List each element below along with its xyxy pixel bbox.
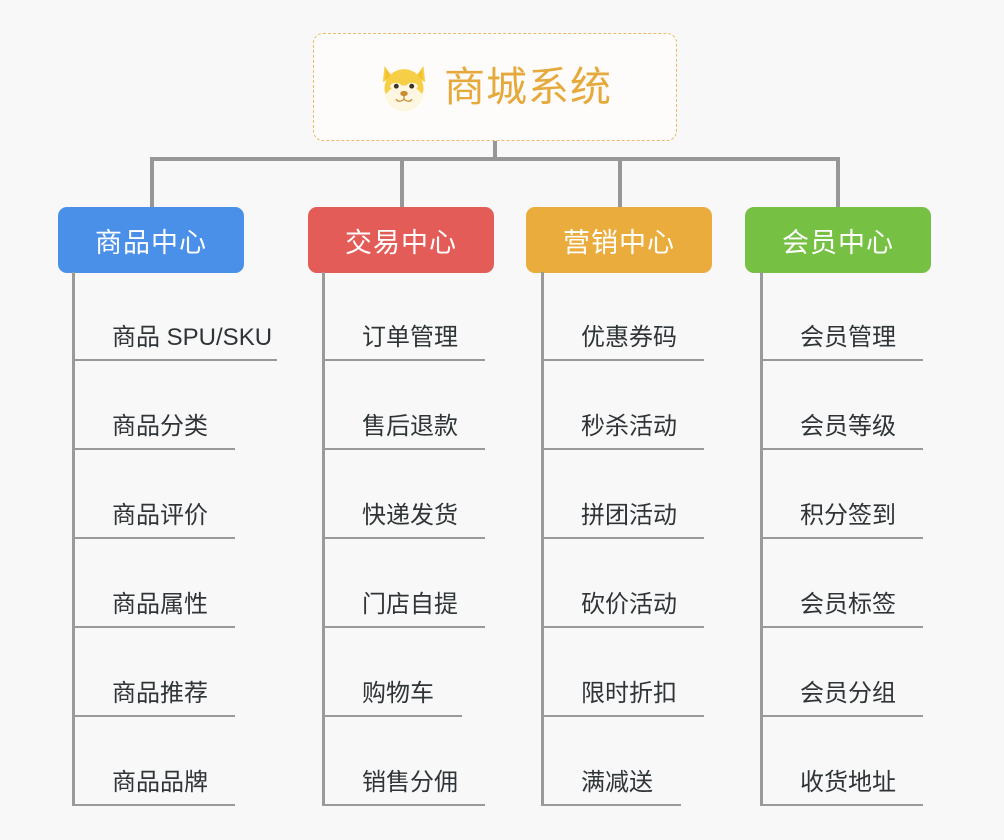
leaf-label: 商品评价 — [112, 502, 208, 529]
leaf-item[interactable]: 满减送 — [541, 717, 681, 806]
category-label-trade: 交易中心 — [345, 227, 457, 258]
leaf-label: 商品品牌 — [112, 769, 208, 796]
category-box-trade[interactable]: 交易中心 — [308, 207, 494, 273]
leaf-label: 会员管理 — [800, 324, 896, 351]
leaf-label: 限时折扣 — [581, 680, 677, 707]
leaf-label: 会员标签 — [800, 591, 896, 618]
leaf-label: 会员等级 — [800, 413, 896, 440]
leaf-item[interactable]: 订单管理 — [322, 272, 485, 361]
leaf-item[interactable]: 会员等级 — [760, 361, 923, 450]
leaf-label: 商品属性 — [112, 591, 208, 618]
root-title: 商城系统 — [444, 63, 612, 110]
leaf-item[interactable]: 会员标签 — [760, 539, 923, 628]
leaf-label: 商品分类 — [112, 413, 208, 440]
leaf-spine-product — [72, 272, 75, 806]
leaf-item[interactable]: 售后退款 — [322, 361, 485, 450]
leaf-item[interactable]: 快递发货 — [322, 450, 485, 539]
leaf-label: 满减送 — [581, 769, 653, 796]
leaf-item[interactable]: 收货地址 — [760, 717, 923, 806]
leaf-label: 会员分组 — [800, 680, 896, 707]
leaf-item[interactable]: 会员管理 — [760, 272, 923, 361]
connector-drop-1 — [150, 157, 154, 209]
leaf-label: 商品 SPU/SKU — [112, 324, 273, 351]
leaf-column-marketing: 优惠券码 秒杀活动 拼团活动 砍价活动 限时折扣 满减送 — [541, 272, 704, 806]
leaf-label: 收货地址 — [800, 769, 896, 796]
category-box-product[interactable]: 商品中心 — [58, 207, 244, 273]
category-label-marketing: 营销中心 — [563, 227, 675, 258]
leaf-item[interactable]: 砍价活动 — [541, 539, 704, 628]
leaf-item[interactable]: 购物车 — [322, 628, 462, 717]
shiba-dog-face-icon — [382, 65, 426, 112]
leaf-spine-marketing — [541, 272, 544, 806]
category-label-member: 会员中心 — [782, 227, 894, 258]
leaf-spine-trade — [322, 272, 325, 806]
leaf-label: 订单管理 — [362, 324, 458, 351]
category-box-marketing[interactable]: 营销中心 — [526, 207, 712, 273]
leaf-item[interactable]: 门店自提 — [322, 539, 485, 628]
leaf-label: 拼团活动 — [581, 502, 677, 529]
root-node[interactable]: 商城系统 — [313, 33, 677, 141]
connector-root-stem — [493, 141, 497, 159]
leaf-item[interactable]: 积分签到 — [760, 450, 923, 539]
leaf-label: 积分签到 — [800, 502, 896, 529]
leaf-label: 优惠券码 — [581, 324, 677, 351]
leaf-item[interactable]: 商品评价 — [72, 450, 235, 539]
category-label-product: 商品中心 — [95, 227, 207, 258]
leaf-label: 秒杀活动 — [581, 413, 677, 440]
leaf-label: 购物车 — [362, 680, 434, 707]
leaf-column-trade: 订单管理 售后退款 快递发货 门店自提 购物车 销售分佣 — [322, 272, 485, 806]
leaf-label: 售后退款 — [362, 413, 458, 440]
leaf-item[interactable]: 商品属性 — [72, 539, 235, 628]
leaf-item[interactable]: 销售分佣 — [322, 717, 485, 806]
leaf-label: 销售分佣 — [362, 769, 458, 796]
leaf-label: 快递发货 — [362, 502, 458, 529]
leaf-label: 门店自提 — [362, 591, 458, 618]
leaf-item[interactable]: 商品品牌 — [72, 717, 235, 806]
leaf-item[interactable]: 商品分类 — [72, 361, 235, 450]
leaf-item[interactable]: 商品 SPU/SKU — [72, 272, 277, 361]
leaf-label: 砍价活动 — [581, 591, 677, 618]
leaf-column-member: 会员管理 会员等级 积分签到 会员标签 会员分组 收货地址 — [760, 272, 923, 806]
leaf-item[interactable]: 拼团活动 — [541, 450, 704, 539]
leaf-item[interactable]: 商品推荐 — [72, 628, 235, 717]
leaf-item[interactable]: 秒杀活动 — [541, 361, 704, 450]
connector-drop-4 — [836, 157, 840, 209]
leaf-item[interactable]: 会员分组 — [760, 628, 923, 717]
leaf-item[interactable]: 限时折扣 — [541, 628, 704, 717]
leaf-spine-member — [760, 272, 763, 806]
leaf-label: 商品推荐 — [112, 680, 208, 707]
leaf-column-product: 商品 SPU/SKU 商品分类 商品评价 商品属性 商品推荐 商品品牌 — [72, 272, 277, 806]
category-box-member[interactable]: 会员中心 — [745, 207, 931, 273]
connector-drop-2 — [400, 157, 404, 209]
connector-bus — [150, 157, 840, 161]
connector-drop-3 — [618, 157, 622, 209]
leaf-item[interactable]: 优惠券码 — [541, 272, 704, 361]
